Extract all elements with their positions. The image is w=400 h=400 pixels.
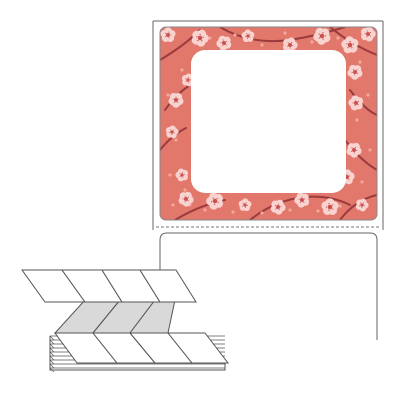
label-liner (152, 20, 384, 350)
frame-dot (171, 203, 175, 207)
blossom-icon (160, 27, 176, 42)
blossom-icon (238, 198, 252, 212)
frame-dot (174, 138, 178, 142)
blossom-icon (341, 36, 359, 54)
blossom-icon (347, 64, 363, 80)
label-window (191, 50, 346, 193)
frame-dot (368, 148, 372, 152)
blossom-icon (355, 198, 369, 212)
blossom-icon (178, 191, 194, 207)
blossom-icon (321, 198, 339, 215)
blossom-icon (348, 95, 364, 111)
blossom-icon (270, 199, 286, 215)
frame-dot (338, 204, 342, 208)
frame-dot (310, 40, 314, 44)
stack-top-label (166, 332, 230, 364)
plum-blossom-decoration (160, 27, 377, 220)
frame-dot (360, 180, 364, 184)
frame-dot (208, 36, 212, 40)
blossom-icon (175, 168, 189, 182)
blossom-icon (313, 27, 331, 45)
blossom-icon (216, 35, 232, 51)
frame-dot (231, 210, 235, 214)
frame-dot (358, 60, 362, 64)
frame-dot (166, 93, 170, 97)
frame-dot (288, 208, 292, 212)
frame-dot (366, 93, 370, 97)
frame-dot (355, 118, 359, 122)
blossom-icon (282, 37, 298, 53)
blossom-icon (165, 125, 179, 139)
frame-dot (183, 188, 187, 192)
blossom-icon (206, 192, 224, 210)
stack-body (49, 336, 226, 371)
frame-dot (203, 208, 207, 212)
blossom-icon (241, 29, 255, 43)
frame-dot (260, 43, 264, 47)
blossom-icon (168, 93, 184, 108)
blossom-icon (191, 29, 209, 47)
blank-label (159, 232, 378, 340)
frame-dot (168, 173, 172, 177)
blossom-icon (360, 27, 376, 42)
fanfold-stack (21, 269, 230, 373)
branch-6 (344, 139, 377, 171)
frame-dot (283, 31, 287, 35)
branch-5 (349, 89, 377, 116)
blossom-icon (346, 142, 362, 158)
blossom-icon (294, 192, 310, 208)
label-outline (159, 26, 378, 221)
frame-dot (316, 209, 320, 213)
frame-dot (180, 68, 184, 72)
frame-dot (260, 211, 264, 215)
printed-label (159, 26, 378, 221)
frame-dot (336, 36, 340, 40)
frame-dot (233, 33, 237, 37)
unfolded-label (139, 269, 197, 303)
